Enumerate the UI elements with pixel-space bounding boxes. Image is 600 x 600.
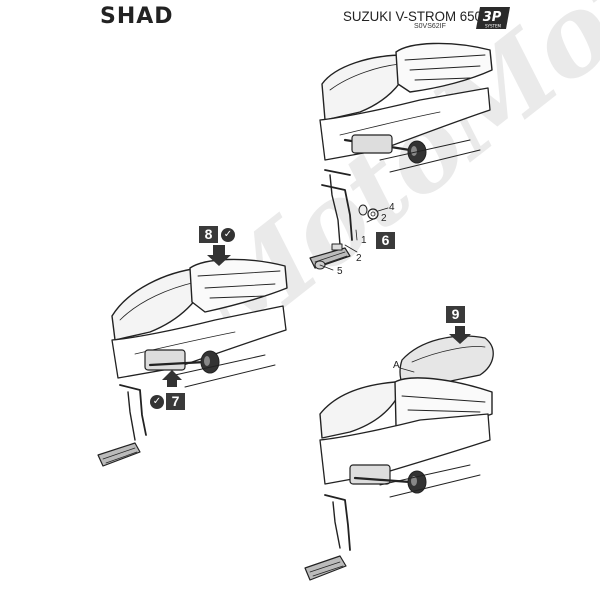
- step-7-badge: 7: [166, 393, 185, 410]
- panel-step-6: [309, 42, 493, 271]
- system-badge-label: 3P: [483, 10, 502, 25]
- panel-step-7-8: [97, 245, 288, 467]
- step-6-badge: 6: [376, 232, 395, 249]
- reference-code: S0VS62IF: [414, 23, 446, 30]
- part-label-a: A: [393, 360, 400, 371]
- panel-step-9: [304, 326, 494, 581]
- system-badge-icon: 3P SYSTEM: [476, 7, 510, 29]
- brand-logo: SHAD: [100, 4, 174, 29]
- part-label-2: 2: [356, 253, 362, 264]
- part-label-1: 1: [361, 235, 367, 246]
- part-label-5: 5: [337, 266, 343, 277]
- step-9-badge: 9: [446, 306, 465, 323]
- step-8-badge: 8: [199, 226, 218, 243]
- system-badge-sub: SYSTEM: [485, 24, 501, 29]
- part-label-2: 2: [381, 213, 387, 224]
- check-circle-icon: ✓: [150, 395, 164, 409]
- check-circle-icon: ✓: [221, 228, 235, 242]
- part-label-4: 4: [389, 202, 395, 213]
- model-title: SUZUKI V-STROM 650 '12: [343, 8, 503, 24]
